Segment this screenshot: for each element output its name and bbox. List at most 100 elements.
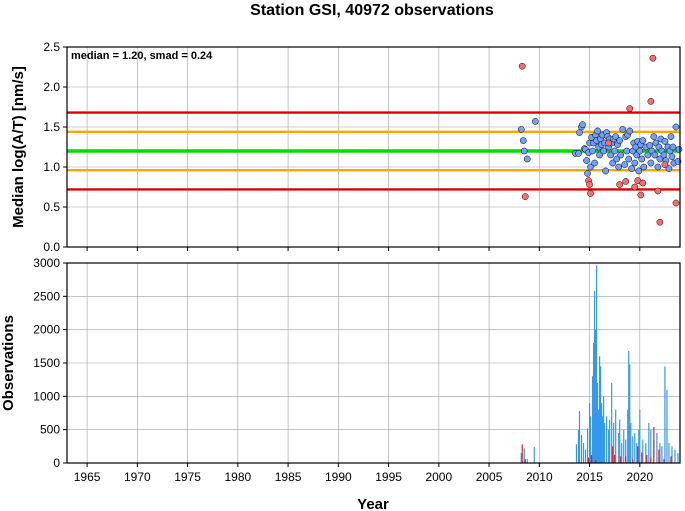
scatter-point xyxy=(661,138,669,145)
scatter-point xyxy=(520,147,528,155)
scatter-point xyxy=(646,142,654,149)
x-tick-label: 2000 xyxy=(425,470,452,484)
y-tick-label: 2000 xyxy=(33,323,60,337)
y-tick-label: 0.5 xyxy=(43,200,60,214)
scatter-point xyxy=(639,179,647,187)
scatter-point xyxy=(575,150,582,157)
scatter-point xyxy=(631,159,639,167)
scatter-point xyxy=(605,139,613,147)
scatter-point xyxy=(621,161,629,168)
scatter-point xyxy=(631,183,639,191)
y-tick-label: 1500 xyxy=(33,356,60,370)
x-tick-label: 2020 xyxy=(626,470,653,484)
scatter-point xyxy=(613,155,621,163)
scatter-point xyxy=(672,123,680,131)
scatter-point xyxy=(523,155,531,163)
scatter-point xyxy=(639,137,647,144)
scatter-point xyxy=(616,181,624,188)
x-tick-label: 1990 xyxy=(325,470,352,484)
scatter-point xyxy=(675,146,683,153)
stats-annotation: median = 1.20, smad = 0.24 xyxy=(71,50,213,62)
scatter-point xyxy=(611,147,619,155)
scatter-point xyxy=(654,187,662,195)
y-tick-label: 0 xyxy=(53,456,60,470)
scatter-point xyxy=(650,133,658,140)
scatter-point xyxy=(667,133,675,140)
scatter-point xyxy=(584,170,591,177)
scatter-point xyxy=(616,137,624,144)
top-scatter-points xyxy=(517,54,683,226)
scatter-point xyxy=(651,151,659,159)
scatter-point xyxy=(589,147,596,155)
top-plot-frame xyxy=(66,46,681,248)
x-tick-label: 1985 xyxy=(275,470,302,484)
x-tick-label: 2005 xyxy=(476,470,503,484)
y-tick-label: 500 xyxy=(40,423,60,437)
scatter-point xyxy=(612,133,620,140)
scatter-point xyxy=(521,193,529,200)
x-tick-label: 1970 xyxy=(124,470,151,484)
scatter-point xyxy=(615,163,623,171)
x-tick-label: 1980 xyxy=(224,470,251,484)
top-x-ticks xyxy=(86,247,641,251)
scatter-point xyxy=(661,161,669,168)
scatter-point xyxy=(587,163,594,171)
scatter-point xyxy=(607,151,615,159)
y-tick-label: 2.0 xyxy=(43,80,60,94)
scatter-point xyxy=(649,54,657,62)
scatter-point xyxy=(519,137,527,144)
scatter-point xyxy=(586,181,593,188)
scatter-point xyxy=(640,163,648,171)
scatter-point xyxy=(594,127,601,135)
top-plot-area xyxy=(67,47,680,247)
x-tick-label: 1995 xyxy=(375,470,402,484)
scatter-point xyxy=(609,159,617,167)
scatter-point xyxy=(672,199,680,207)
scatter-point xyxy=(669,143,677,151)
scatter-point xyxy=(638,155,646,163)
x-axis-label: Year xyxy=(357,496,389,511)
scatter-point xyxy=(622,178,630,185)
scatter-point xyxy=(656,218,664,226)
scatter-point xyxy=(591,159,598,167)
scatter-point xyxy=(644,151,652,159)
scatter-point xyxy=(587,190,594,197)
y-tick-label: 3000 xyxy=(33,256,60,270)
chart-title: Station GSI, 40972 observations xyxy=(250,2,494,19)
scatter-point xyxy=(628,165,636,172)
scatter-point xyxy=(654,163,662,171)
scatter-point xyxy=(647,98,655,105)
y-tick-label: 1000 xyxy=(33,389,60,403)
scatter-point xyxy=(635,167,643,175)
scatter-point xyxy=(583,157,590,164)
x-tick-label: 1975 xyxy=(174,470,201,484)
x-tick-label: 2015 xyxy=(576,470,603,484)
scatter-point xyxy=(619,126,627,133)
scatter-point xyxy=(625,155,633,163)
bottom-bars xyxy=(520,265,679,463)
x-tick-label: 2010 xyxy=(526,470,553,484)
scatter-point xyxy=(596,151,603,159)
top-y-ticks: 0.00.51.01.52.02.5 xyxy=(43,40,67,254)
scatter-point xyxy=(579,121,586,128)
y-tick-label: 0.0 xyxy=(43,240,60,254)
scatter-point xyxy=(668,153,676,160)
scatter-point xyxy=(517,126,525,133)
y-tick-label: 1.0 xyxy=(43,160,60,174)
scatter-point xyxy=(665,165,673,172)
bottom-y-axis-label: Observations xyxy=(0,315,17,411)
scatter-point xyxy=(602,167,609,175)
scatter-point xyxy=(626,105,634,112)
scatter-point xyxy=(518,62,526,70)
y-tick-label: 2.5 xyxy=(43,40,60,54)
top-panel: 0.00.51.01.52.02.5 median = 1.20, smad =… xyxy=(10,40,683,254)
scatter-point xyxy=(576,129,583,136)
y-tick-label: 2500 xyxy=(33,289,60,303)
scatter-point xyxy=(647,159,655,167)
scatter-point xyxy=(531,118,539,125)
scatter-point xyxy=(626,127,634,135)
scatter-point xyxy=(623,147,631,155)
